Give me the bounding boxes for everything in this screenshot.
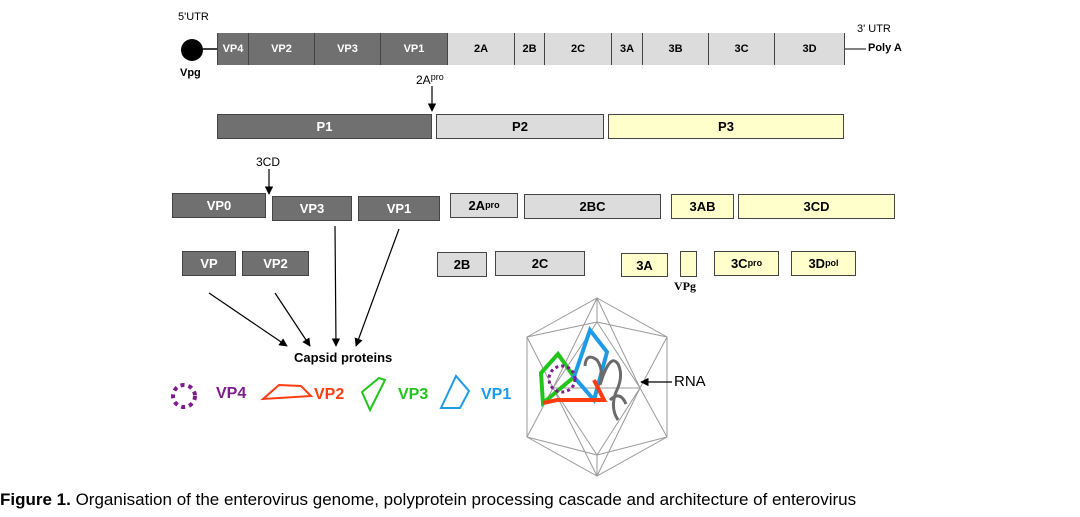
vp3-to-capsid-arrow	[331, 225, 341, 347]
legend-vp4-shape	[171, 383, 197, 409]
caption-text: Organisation of the enterovirus genome, …	[70, 490, 857, 509]
intermediate-2bc: 2BC	[524, 194, 661, 219]
figure-caption: Figure 1. Organisation of the enteroviru…	[0, 490, 1080, 510]
legend-vp1-shape	[439, 374, 471, 409]
intermediate-3cd: 3CD	[738, 194, 895, 219]
icosahedron-capsid	[526, 297, 668, 477]
legend-vp3-shape	[360, 376, 387, 413]
vp-to-capsid-arrow	[208, 292, 288, 347]
legend-vp2-label: VP2	[314, 386, 345, 403]
rna-strand	[583, 355, 623, 421]
utr3-label: 3' UTR	[857, 23, 891, 35]
vp1-to-capsid-arrow	[354, 228, 400, 347]
capsid-vp3-shape	[538, 350, 577, 408]
cd3-cleavage-label: 3CD	[256, 155, 281, 169]
polyprotein-p3: P3	[608, 114, 844, 139]
capsid-vp1-shape	[571, 325, 610, 405]
genome-segment-3d: 3D	[775, 33, 844, 65]
pro2a-cleavage-label: 2Apro	[416, 72, 444, 87]
genome-segment-vp4: VP4	[218, 33, 249, 65]
genome-segment-vp1: VP1	[381, 33, 448, 65]
genome-segment-2b: 2B	[515, 33, 545, 65]
polyprotein-p2: P2	[436, 114, 604, 139]
intermediate-vp1: VP1	[358, 196, 440, 221]
legend-vp1-label: VP1	[481, 386, 512, 403]
intermediate-vp3: VP3	[272, 196, 352, 221]
vp2-to-capsid-arrow	[274, 292, 311, 347]
mature-3a: 3A	[621, 253, 668, 277]
genome-segment-3a: 3A	[612, 33, 643, 65]
vpg-dot	[181, 39, 203, 61]
legend-vp2-shape	[260, 383, 314, 401]
polya-label: Poly A	[868, 42, 902, 54]
mature-vp2: VP2	[242, 251, 309, 276]
genome-segment-3c: 3C	[709, 33, 775, 65]
caption-label: Figure 1.	[0, 490, 71, 509]
legend-vp3-label: VP3	[398, 386, 429, 403]
intermediate-vp0: VP0	[172, 193, 266, 218]
genome-segment-vp3: VP3	[315, 33, 381, 65]
capsid-vp2-shape	[542, 379, 608, 405]
capsid-vp4-shape	[547, 364, 577, 394]
mature-2c: 2C	[495, 251, 585, 276]
rna-label: RNA	[674, 373, 706, 390]
mature-vpg-box	[680, 251, 697, 277]
polyprotein-p1: P1	[217, 114, 432, 139]
mature-vp: VP	[182, 251, 236, 276]
intermediate-3ab: 3AB	[671, 194, 734, 219]
mature-2b: 2B	[437, 252, 487, 277]
genome-segment-3b: 3B	[643, 33, 709, 65]
capsid-proteins-label: Capsid proteins	[294, 350, 393, 365]
legend-vp4-label: VP4	[216, 385, 247, 402]
genome-segment-2a: 2A	[448, 33, 515, 65]
vpg-genome-label: Vpg	[180, 67, 201, 79]
mature-vpg-label: VPg	[674, 279, 696, 293]
genome-segment-vp2: VP2	[249, 33, 315, 65]
utr5-label: 5'UTR	[178, 11, 209, 23]
genome-segment-2c: 2C	[545, 33, 612, 65]
